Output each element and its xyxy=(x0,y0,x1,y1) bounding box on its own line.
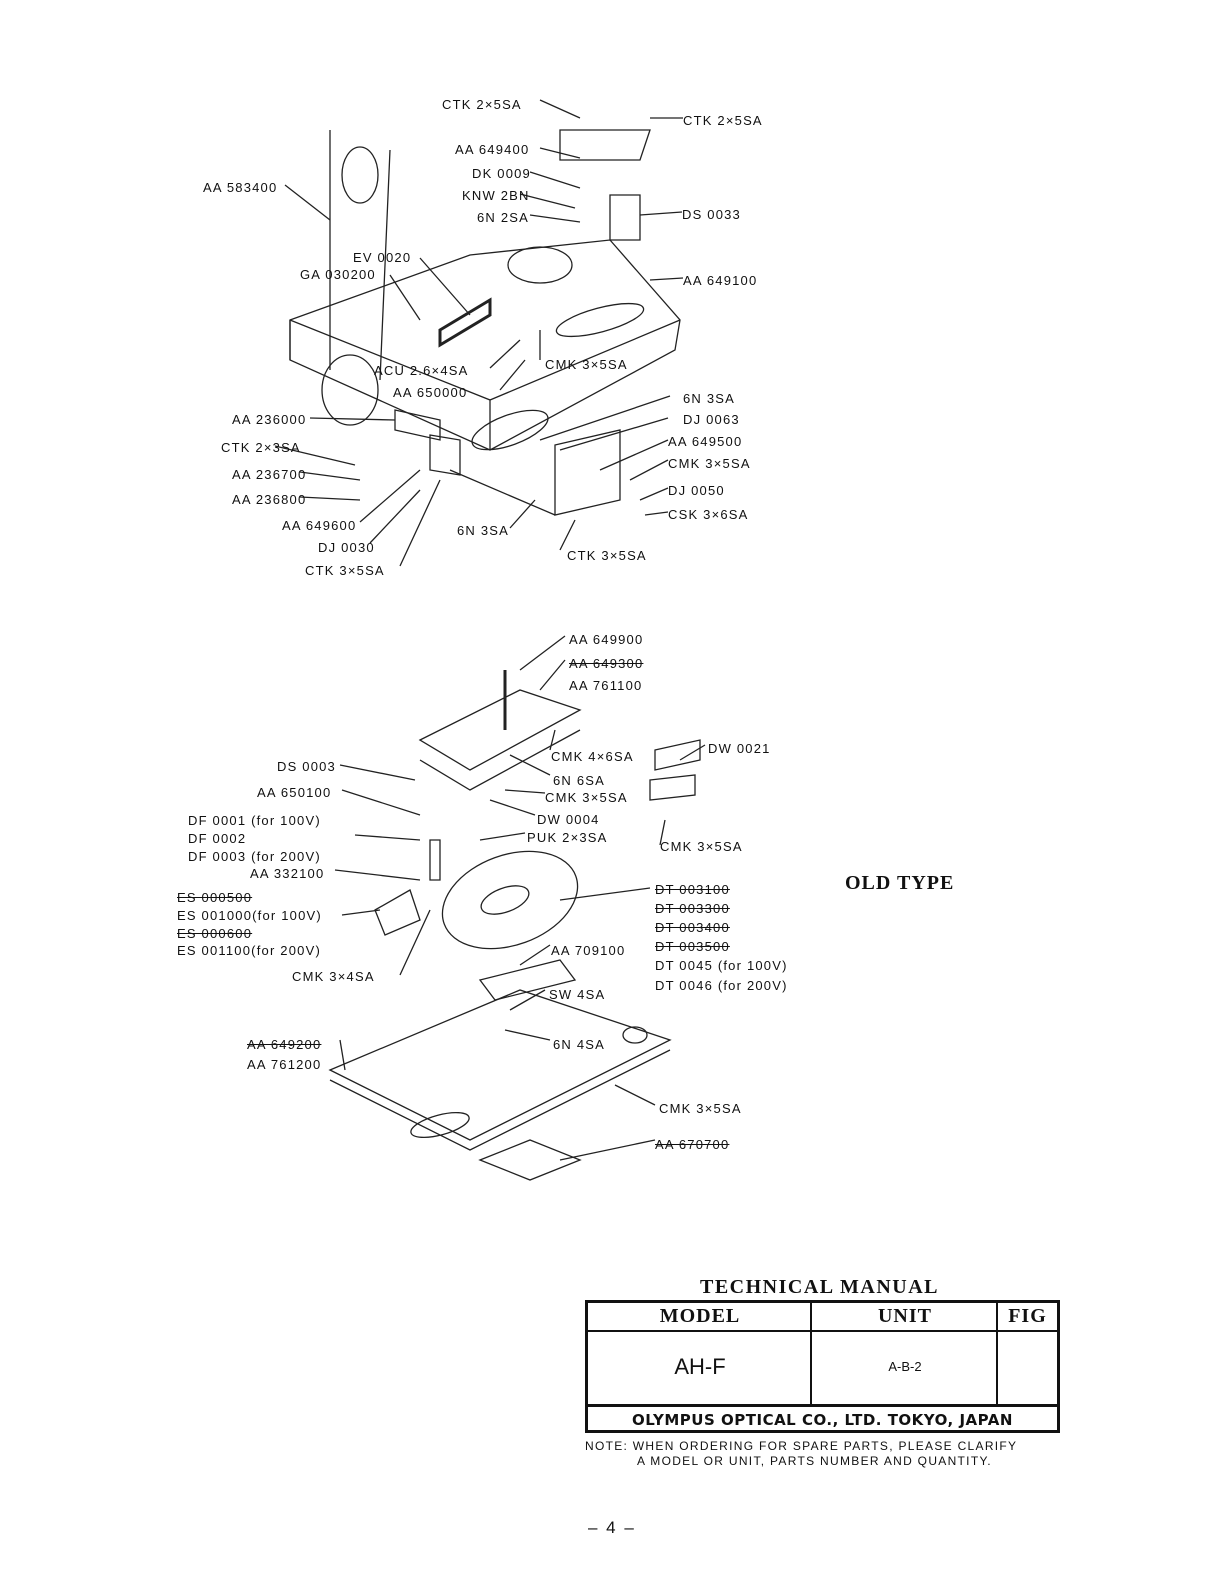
part-label-obsolete: AA 649300 xyxy=(569,656,644,671)
fig-value xyxy=(998,1330,1057,1404)
part-label: CMK 4×6SA xyxy=(551,749,634,764)
part-label: DJ 0063 xyxy=(683,412,740,427)
part-label: CTK 2×3SA xyxy=(221,440,301,455)
part-label: CMK 3×4SA xyxy=(292,969,375,984)
part-label: DF 0003 (for 200V) xyxy=(188,849,321,864)
part-label: ACU 2.6×4SA xyxy=(374,363,469,378)
part-label: ES 001100(for 200V) xyxy=(177,943,321,958)
unit-header: UNIT xyxy=(812,1303,998,1332)
part-label-obsolete: DT 003500 xyxy=(655,939,730,954)
part-label: AA 236800 xyxy=(232,492,307,507)
part-label: 6N 4SA xyxy=(553,1037,606,1052)
company-name: OLYMPUS OPTICAL CO., LTD. TOKYO, JAPAN xyxy=(588,1404,1057,1430)
part-label: AA 236000 xyxy=(232,412,307,427)
part-label-obsolete: ES 000600 xyxy=(177,926,253,941)
part-label: AA 649400 xyxy=(455,142,530,157)
part-label: AA 236700 xyxy=(232,467,307,482)
unit-value: A-B-2 xyxy=(888,1359,922,1374)
part-label: GA 030200 xyxy=(300,267,376,282)
part-label: DW 0004 xyxy=(537,812,600,827)
model-value: AH-F xyxy=(674,1354,726,1379)
part-label: AA 709100 xyxy=(551,943,626,958)
part-label-obsolete: DT 003400 xyxy=(655,920,730,935)
part-label: CTK 3×5SA xyxy=(567,548,647,563)
fig-header: FIG xyxy=(998,1303,1057,1332)
column-divider xyxy=(996,1303,998,1404)
part-label: 6N 6SA xyxy=(553,773,606,788)
part-label: CMK 3×5SA xyxy=(659,1101,742,1116)
technical-manual-title: TECHNICAL MANUAL xyxy=(700,1276,940,1298)
part-label-obsolete: ES 000500 xyxy=(177,890,253,905)
part-label: ES 001000(for 100V) xyxy=(177,908,322,923)
part-label: AA 650100 xyxy=(257,785,332,800)
part-label: DJ 0050 xyxy=(668,483,725,498)
title-block-table: MODEL UNIT FIG AH-F A-B-2 OLYMPUS OPTICA… xyxy=(585,1300,1060,1433)
part-label-obsolete: DT 003300 xyxy=(655,901,730,916)
part-label: AA 649900 xyxy=(569,632,644,647)
note-line: A MODEL OR UNIT, PARTS NUMBER AND QUANTI… xyxy=(637,1454,992,1468)
column-divider xyxy=(810,1303,812,1404)
part-label: AA 761100 xyxy=(569,678,643,693)
upper-housing-drawing xyxy=(274,99,684,567)
part-label: DF 0002 xyxy=(188,831,247,846)
part-label: 6N 2SA xyxy=(477,210,530,225)
part-label: DT 0046 (for 200V) xyxy=(655,978,788,993)
note-line: NOTE: WHEN ORDERING FOR SPARE PARTS, PLE… xyxy=(585,1439,1018,1453)
part-label: CTK 2×5SA xyxy=(683,113,763,128)
old-type-heading: OLD TYPE xyxy=(845,872,955,894)
part-label: SW 4SA xyxy=(549,987,606,1002)
ordering-note: NOTE: WHEN ORDERING FOR SPARE PARTS, PLE… xyxy=(585,1439,1017,1469)
part-label: CMK 3×5SA xyxy=(545,790,628,805)
part-label: DW 0021 xyxy=(708,741,771,756)
part-label: DS 0033 xyxy=(682,207,741,222)
part-label: PUK 2×3SA xyxy=(527,830,608,845)
part-label: AA 649600 xyxy=(282,518,357,533)
part-label: DJ 0030 xyxy=(318,540,375,555)
part-label: DF 0001 (for 100V) xyxy=(188,813,321,828)
part-label: 6N 3SA xyxy=(683,391,736,406)
part-label: AA 650000 xyxy=(393,385,468,400)
lower-chassis-drawing xyxy=(328,635,706,1181)
model-header: MODEL xyxy=(588,1303,812,1332)
part-label: AA 583400 xyxy=(203,180,278,195)
part-label: KNW 2BN xyxy=(462,188,530,203)
part-label: CMK 3×5SA xyxy=(660,839,743,854)
part-label: DS 0003 xyxy=(277,759,336,774)
part-label: 6N 3SA xyxy=(457,523,510,538)
part-label: CMK 3×5SA xyxy=(545,357,628,372)
part-label: EV 0020 xyxy=(353,250,412,265)
part-label: AA 649500 xyxy=(668,434,743,449)
part-label-obsolete: AA 670700 xyxy=(655,1137,730,1152)
part-label: CMK 3×5SA xyxy=(668,456,751,471)
page-number: – 4 – xyxy=(588,1518,636,1537)
part-label: AA 649100 xyxy=(683,273,758,288)
part-label: CSK 3×6SA xyxy=(668,507,749,522)
part-label: CTK 2×5SA xyxy=(442,97,522,112)
part-label: CTK 3×5SA xyxy=(305,563,385,578)
part-label-obsolete: DT 003100 xyxy=(655,882,730,897)
part-label: DK 0009 xyxy=(472,166,531,181)
part-label: AA 761200 xyxy=(247,1057,322,1072)
part-label: AA 332100 xyxy=(250,866,325,881)
part-label-obsolete: AA 649200 xyxy=(247,1037,322,1052)
part-label: DT 0045 (for 100V) xyxy=(655,958,788,973)
